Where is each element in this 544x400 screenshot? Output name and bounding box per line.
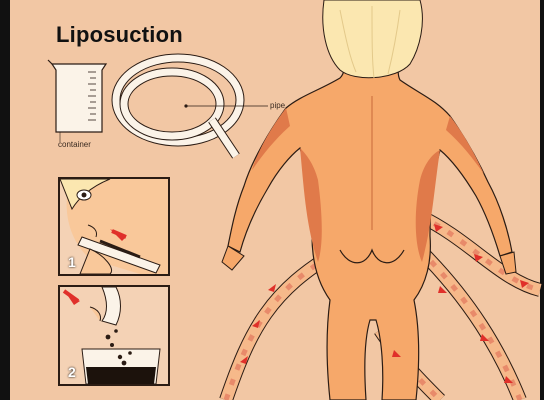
body-back xyxy=(228,56,512,400)
